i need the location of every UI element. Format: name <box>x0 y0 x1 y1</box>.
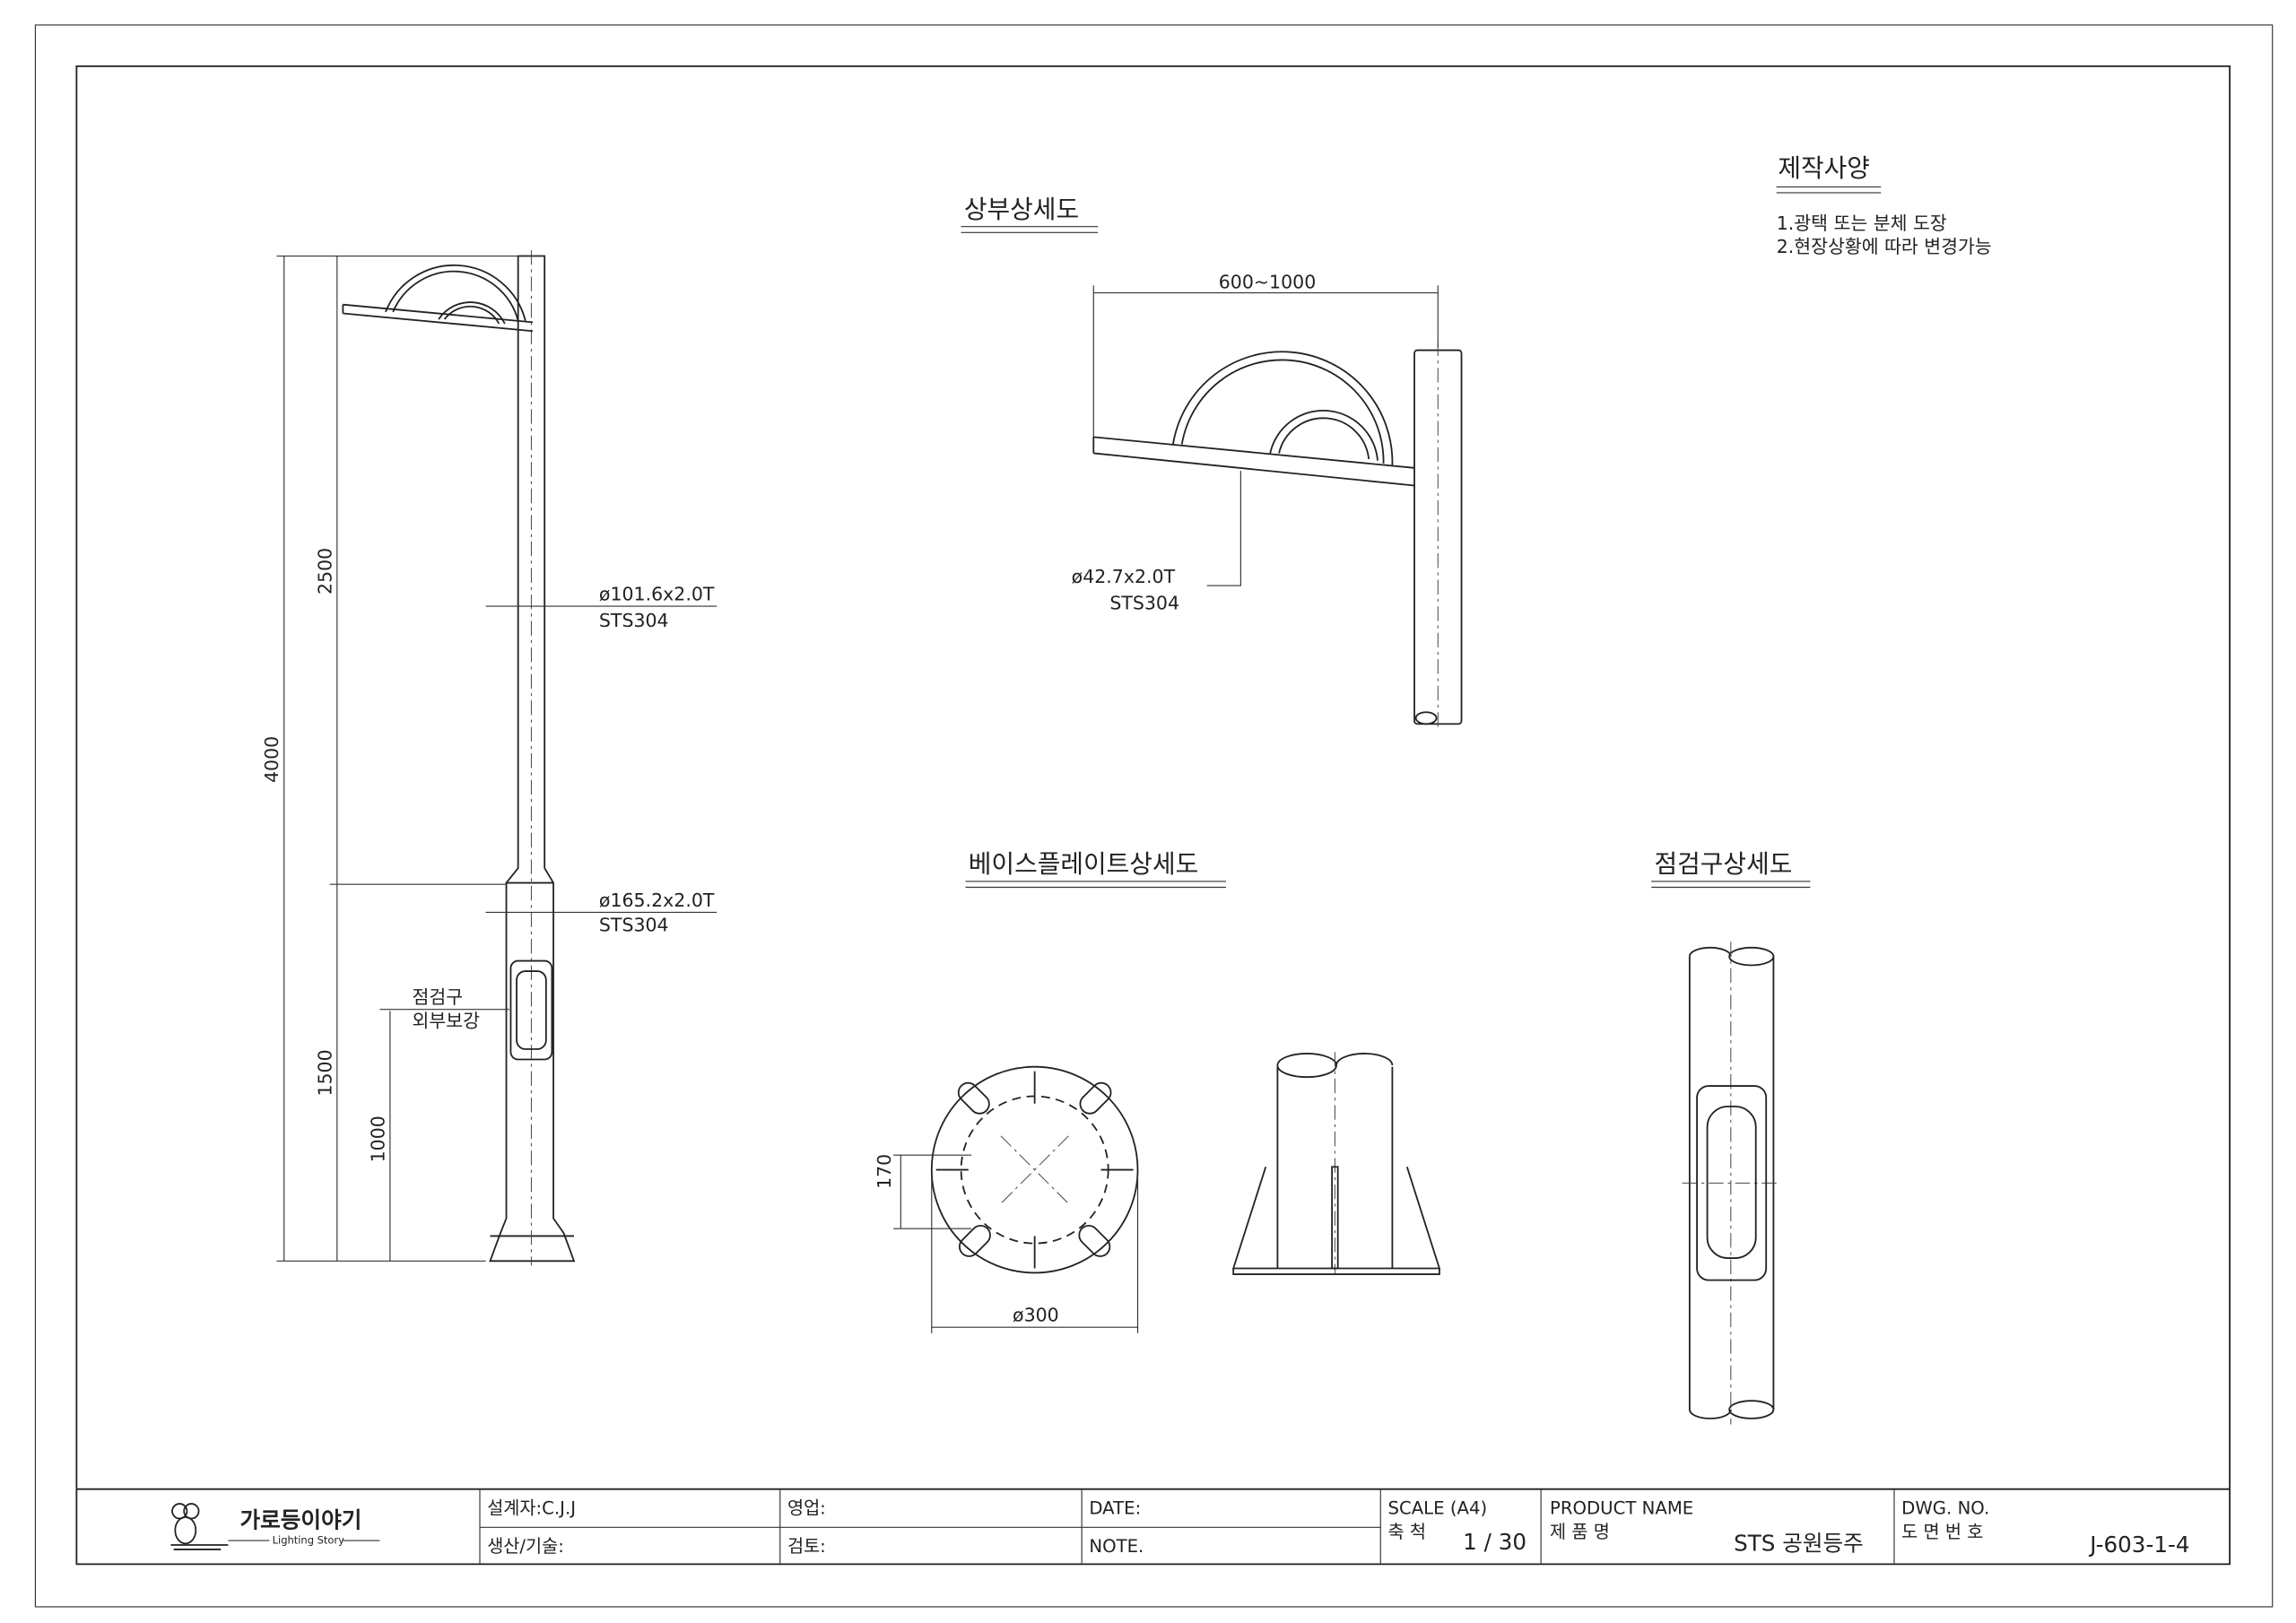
note-label: NOTE. <box>1089 1536 1144 1557</box>
product-name: STS 공원등주 <box>1734 1531 1864 1557</box>
pole-elevation: 4000 2500 1500 1000 ø101.6x2.0T STS304 ø… <box>261 249 718 1266</box>
arm-size: ø42.7x2.0T <box>1072 566 1176 587</box>
scale-value: 1 / 30 <box>1463 1529 1526 1555</box>
arm-material: STS304 <box>1109 592 1179 613</box>
base-plate-detail: 베이스플레이트상세도 170 ø300 <box>874 849 1441 1333</box>
inner-border <box>75 65 2231 1566</box>
outer-border <box>34 24 2274 1608</box>
lower-pipe-size: ø165.2x2.0T <box>599 890 715 911</box>
spec-note-2: 2.현장상황에 따라 변경가능 <box>1777 236 1992 257</box>
spec-title: 제작사양 <box>1778 153 1870 183</box>
top-detail-title: 상부상세도 <box>964 195 1079 224</box>
logo-text: 가로등이야기 <box>240 1506 362 1532</box>
sales: 영업: <box>787 1498 826 1519</box>
scale-label: SCALE (A4) <box>1387 1498 1487 1519</box>
upper-pipe-size: ø101.6x2.0T <box>599 584 715 605</box>
product-name-kr-label: 제 품 명 <box>1550 1522 1610 1542</box>
dim-lower: 1500 <box>314 1049 335 1096</box>
top-detail: 상부상세도 600~1000 ø42.7x2.0T STS304 <box>961 195 1463 729</box>
upper-pipe-material: STS304 <box>599 610 669 631</box>
base-detail-title: 베이스플레이트상세도 <box>969 849 1198 879</box>
dwg-no-kr-label: 도 면 번 호 <box>1901 1522 1983 1542</box>
logo: 가로등이야기 Lighting Story <box>170 1503 380 1550</box>
product-name-label: PRODUCT NAME <box>1550 1498 1693 1519</box>
review: 검토: <box>787 1536 826 1557</box>
scale-kr-label: 축 척 <box>1387 1522 1425 1542</box>
production-tech: 생산/기술: <box>487 1536 564 1557</box>
logo-subtext: Lighting Story <box>273 1533 345 1546</box>
hatch-detail-title: 점검구상세도 <box>1654 849 1792 879</box>
top-width-dim: 600~1000 <box>1219 272 1316 293</box>
dim-hatch-height: 1000 <box>367 1115 388 1162</box>
plate-diameter-dim: ø300 <box>1013 1305 1059 1326</box>
drawing-number: J-603-1-4 <box>2088 1532 2189 1558</box>
title-block: 가로등이야기 Lighting Story 설계자:C.J.J 생산/기술: 영… <box>76 1488 2231 1565</box>
lower-pipe-material: STS304 <box>599 915 669 936</box>
spec-note-1: 1.광택 또는 분체 도장 <box>1777 213 1947 234</box>
spec-notes: 제작사양 1.광택 또는 분체 도장 2.현장상황에 따라 변경가능 <box>1776 153 1992 257</box>
dwg-no-label: DWG. NO. <box>1901 1498 1989 1519</box>
owl-icon <box>170 1503 229 1550</box>
dim-upper: 2500 <box>314 548 335 595</box>
hatch-label-1: 점검구 <box>413 986 464 1008</box>
date-label: DATE: <box>1089 1498 1141 1519</box>
dim-total: 4000 <box>261 736 283 783</box>
hatch-detail: 점검구상세도 <box>1651 849 1811 1425</box>
bolt-spacing-dim: 170 <box>874 1154 895 1189</box>
designer: 설계자:C.J.J <box>487 1498 576 1519</box>
hatch-label-2: 외부보강 <box>413 1010 481 1031</box>
